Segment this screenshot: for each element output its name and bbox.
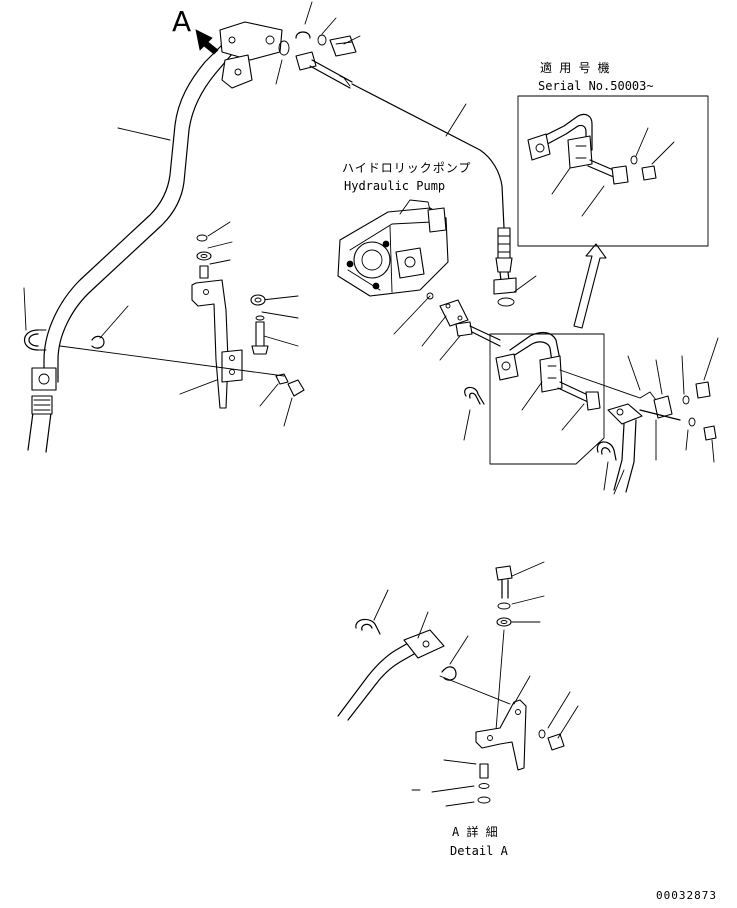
detail-a-label-jp: A 詳 細 <box>452 825 498 839</box>
current-detail-box <box>489 331 641 465</box>
top-fasteners <box>278 31 357 89</box>
bracket-assembly <box>59 234 305 409</box>
pump-name-jp: ハイドロリックポンプ <box>342 161 472 175</box>
leader-lines <box>23 1 361 427</box>
view-arrow <box>195 29 219 55</box>
view-marker-label: A <box>172 5 192 38</box>
up-arrow <box>573 243 607 329</box>
drawing-number: 00032873 <box>656 889 717 902</box>
pump-outlet-parts <box>421 292 501 441</box>
lower-flange <box>31 367 57 391</box>
serial-detail-box <box>517 95 709 247</box>
hydraulic-pump <box>337 199 449 335</box>
upper-right-pipe <box>351 83 537 307</box>
right-side-parts <box>596 337 719 495</box>
main-pipe <box>23 21 283 453</box>
serial-label-jp: 適 用 号 機 <box>540 61 610 75</box>
pump-name-en: Hydraulic Pump <box>344 179 446 193</box>
serial-label-en: Serial No.50003~ <box>538 79 654 93</box>
detail-a-drawing <box>337 561 579 807</box>
detail-a-label-en: Detail A <box>450 844 508 858</box>
